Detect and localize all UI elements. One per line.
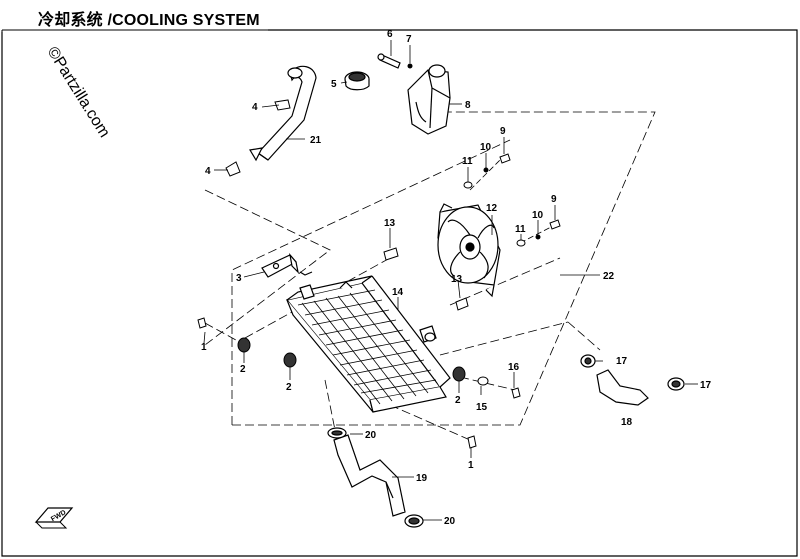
dash-fan-screws	[469, 159, 501, 191]
callout-8: 8	[465, 100, 471, 111]
callout-14: 14	[392, 287, 404, 298]
callout-1a: 1	[201, 342, 207, 353]
callout-6: 6	[387, 29, 393, 40]
callout-15: 15	[476, 402, 488, 413]
callout-19: 19	[416, 473, 428, 484]
callout-21: 21	[310, 135, 322, 146]
callout-10b: 10	[532, 210, 544, 221]
fwd-arrow-icon: FWD	[34, 507, 74, 529]
callout-17a: 17	[616, 356, 628, 367]
callout-11b: 11	[515, 224, 526, 235]
callout-22: 22	[603, 271, 615, 282]
callout-20a: 20	[365, 430, 377, 441]
group-boundary-upper	[204, 189, 331, 346]
lower-hose-19	[333, 434, 406, 517]
dash-left-bolt	[204, 322, 246, 346]
callout-4b: 4	[205, 166, 211, 177]
dash-bolt-link	[389, 404, 471, 441]
callout-13b: 13	[451, 274, 463, 285]
hose-clamps-17	[580, 354, 685, 391]
upper-hose-21	[249, 65, 317, 162]
callout-2a: 2	[240, 364, 246, 375]
callout-16: 16	[508, 362, 520, 373]
callout-20b: 20	[444, 516, 456, 527]
hose-18	[596, 369, 649, 406]
callout-9b: 9	[551, 194, 557, 205]
dash-fan-link	[449, 257, 561, 306]
cooling-fan-12	[437, 203, 501, 298]
bracket-3	[261, 252, 313, 278]
overflow-pipe-6	[377, 53, 401, 69]
dash-hose-link	[439, 321, 569, 356]
group-boundary-fan	[231, 139, 511, 425]
dash-lower-link	[324, 379, 336, 431]
radiator-core-fins	[297, 289, 437, 405]
callout-2b: 2	[286, 382, 292, 393]
radiator-fittings	[299, 281, 437, 343]
callout-11a: 11	[462, 156, 473, 167]
fan-grommets-13	[383, 247, 469, 311]
callout-7: 7	[406, 34, 412, 45]
callout-17b: 17	[700, 380, 712, 391]
callout-1b: 1	[468, 460, 474, 471]
radiator-14	[285, 275, 451, 413]
reservoir-tank-8	[407, 64, 451, 135]
hardware-9-10-11	[463, 153, 561, 247]
dash-hose-link-2	[567, 321, 601, 351]
frame-border	[1, 29, 798, 557]
group-boundary-22	[232, 111, 656, 426]
hose-clamps-20	[327, 427, 424, 528]
callout-10a: 10	[480, 142, 492, 153]
callout-18: 18	[621, 417, 633, 428]
callout-3: 3	[236, 273, 242, 284]
bolts-1	[197, 317, 477, 449]
clip-7	[407, 63, 413, 69]
callout-5: 5	[331, 79, 337, 90]
callout-12: 12	[486, 203, 498, 214]
dash-fan-screws-2	[519, 224, 556, 244]
reservoir-cap-5	[344, 71, 370, 91]
hose-clamp-4	[225, 99, 291, 177]
callout-13a: 13	[384, 218, 396, 229]
leader-lines	[203, 40, 698, 521]
page-title: 冷却系统 /COOLING SYSTEM	[38, 12, 260, 29]
washer-15-bolt-16	[477, 376, 521, 399]
callout-4a: 4	[252, 102, 258, 113]
callout-2c: 2	[455, 395, 461, 406]
callout-9a: 9	[500, 126, 506, 137]
